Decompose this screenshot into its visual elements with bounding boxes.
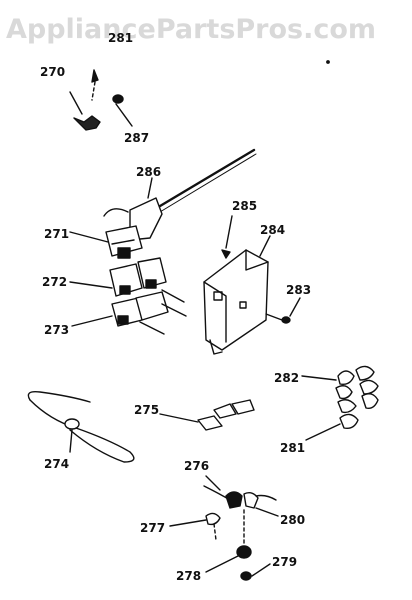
- part-275-terminals: [159, 399, 255, 431]
- part-277-knob: [169, 512, 221, 541]
- label-273: 273: [44, 323, 69, 337]
- label-278: 278: [176, 569, 201, 583]
- label-285: 285: [232, 199, 257, 213]
- part-285-screw: [221, 215, 233, 259]
- label-280: 280: [280, 513, 305, 527]
- part-281-knobs: [305, 413, 359, 441]
- watermark-logo: AppliancePartsPros.com: [6, 14, 377, 45]
- part-272-switch: [69, 257, 185, 303]
- label-270: 270: [40, 65, 65, 79]
- label-284: 284: [260, 223, 285, 237]
- part-287-washer: [112, 94, 133, 127]
- label-282: 282: [274, 371, 299, 385]
- part-270-clip: [69, 91, 101, 131]
- part-281-screw: [91, 69, 99, 101]
- part-286-switch-rod: [103, 148, 257, 241]
- part-274-wire-harness: [27, 390, 135, 463]
- part-283-screw: [265, 297, 301, 324]
- label-281-top: 281: [108, 31, 133, 45]
- label-279: 279: [272, 555, 297, 569]
- label-277: 277: [140, 521, 165, 535]
- label-286: 286: [136, 165, 161, 179]
- part-282-knobs: [301, 365, 379, 414]
- label-274: 274: [44, 457, 69, 471]
- part-284-bracket: [203, 235, 271, 355]
- part-labels: 281 270 287 286 285 284 271 272 283 273 …: [40, 31, 311, 583]
- label-271: 271: [44, 227, 69, 241]
- label-272: 272: [42, 275, 67, 289]
- part-278-washer: [205, 509, 252, 573]
- part-271-switch: [69, 225, 143, 259]
- label-276: 276: [184, 459, 209, 473]
- part-279-nut: [240, 563, 271, 581]
- part-280-switch: [225, 491, 279, 517]
- label-275: 275: [134, 403, 159, 417]
- part-273-switch: [71, 291, 187, 335]
- label-287: 287: [124, 131, 149, 145]
- speck: [326, 60, 330, 64]
- label-281: 281: [280, 441, 305, 455]
- label-283: 283: [286, 283, 311, 297]
